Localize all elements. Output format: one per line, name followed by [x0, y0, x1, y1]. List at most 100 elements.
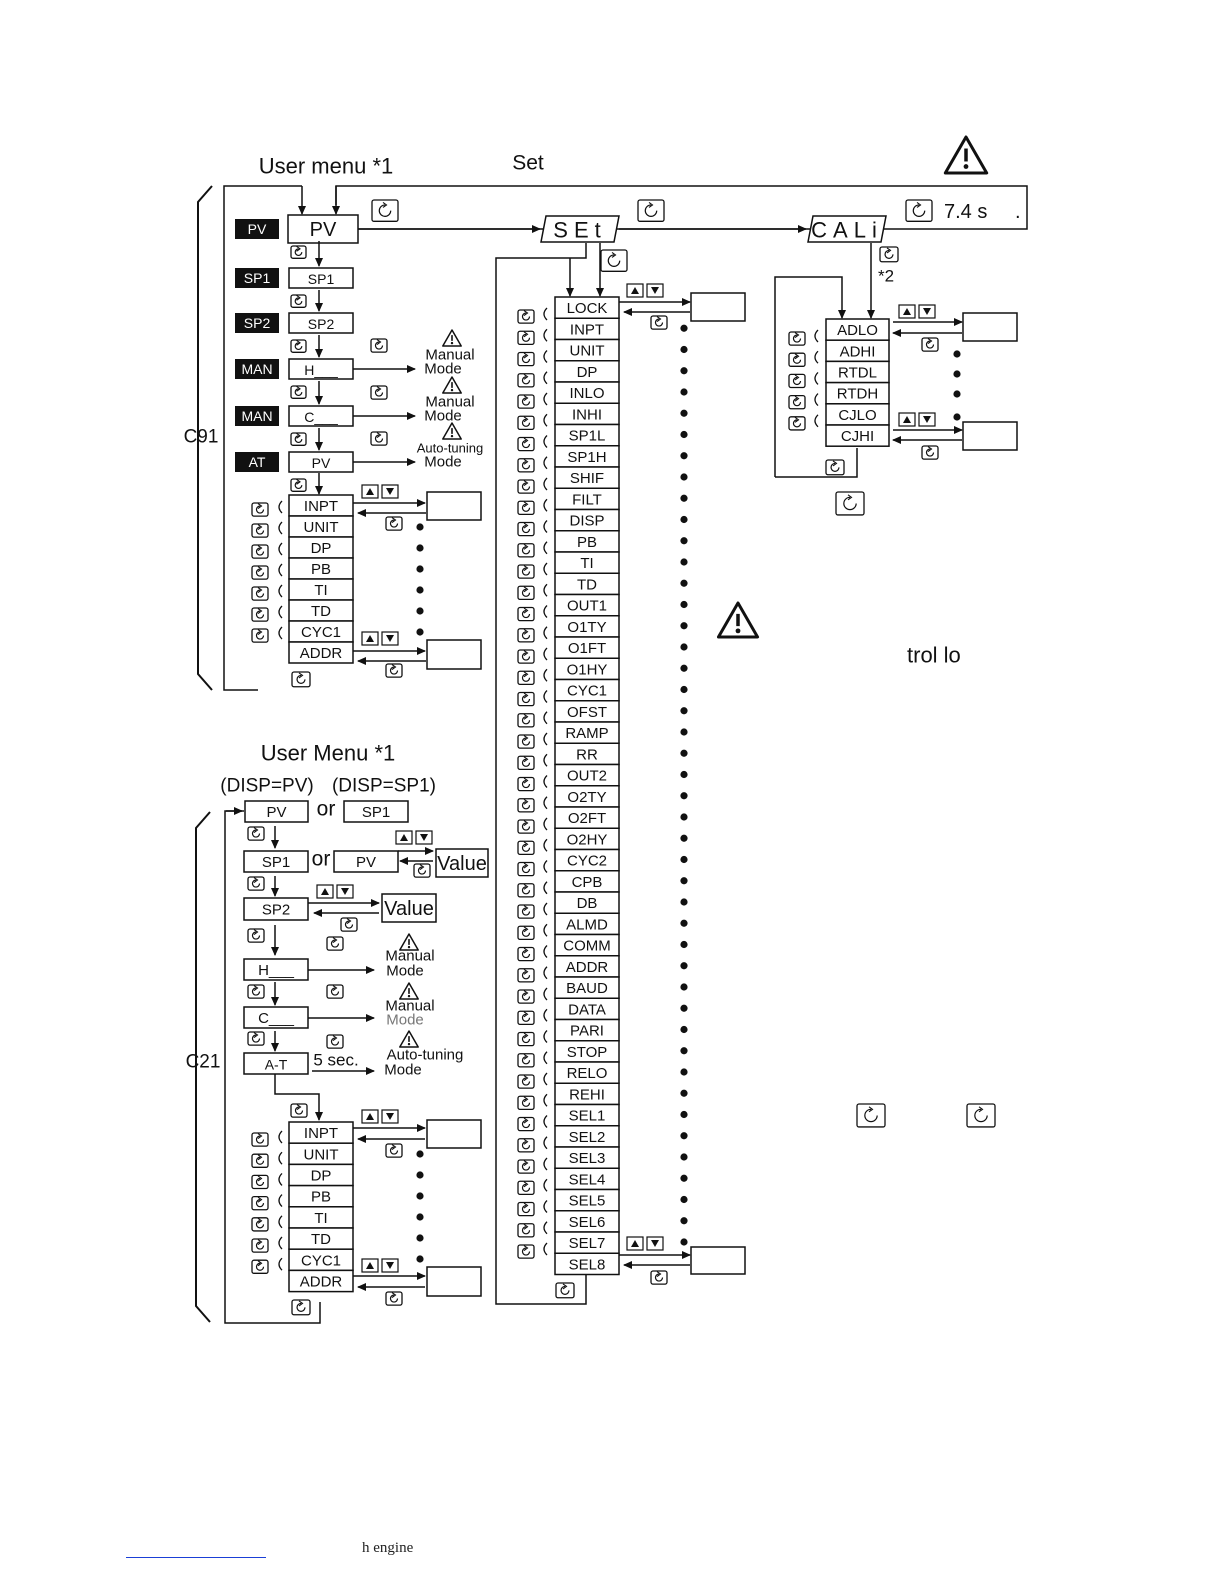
set-param-cycle-key-icon[interactable] [517, 1159, 535, 1174]
cali-param-cycle-key-icon[interactable] [788, 394, 806, 410]
set-cycle-key-icon[interactable] [637, 199, 665, 222]
set-param-cycle-key-icon[interactable] [517, 776, 535, 792]
set-param-cycle-key-icon[interactable] [517, 543, 535, 558]
set-param-cycle-key-icon[interactable] [517, 394, 535, 409]
set-param-cycle-key-icon[interactable] [517, 1053, 535, 1068]
c21-sp2-key-icon[interactable] [340, 917, 358, 932]
c21-addr-updown-keys[interactable] [361, 1258, 399, 1273]
set-param-cycle-key-icon[interactable] [517, 309, 535, 324]
set-param-cycle-key-icon[interactable] [517, 1095, 535, 1111]
c91-addr-updown-keys[interactable] [361, 631, 399, 646]
c21-sp2-updown-keys[interactable] [316, 884, 354, 899]
set-param-cycle-key-icon[interactable] [517, 585, 535, 601]
set-param-cycle-key-icon[interactable] [517, 904, 535, 919]
c21-cycle-key-icon[interactable] [247, 876, 265, 891]
set-param-cycle-key-icon[interactable] [517, 628, 535, 643]
c21-param-cycle-key-icon[interactable] [251, 1132, 269, 1147]
pv-cycle-key-icon[interactable] [371, 199, 399, 222]
set-lock-updown-keys[interactable] [626, 283, 664, 298]
set-param-cycle-key-icon[interactable] [517, 500, 535, 516]
c91-cycle-key-icon[interactable] [290, 432, 307, 446]
set-param-cycle-key-icon[interactable] [517, 798, 535, 813]
set-param-cycle-key-icon[interactable] [517, 1116, 535, 1132]
c21-cycle-key-icon[interactable] [247, 928, 265, 943]
set-param-cycle-key-icon[interactable] [517, 861, 535, 877]
set-param-cycle-key-icon[interactable] [517, 755, 535, 771]
param-cycle-key-icon[interactable] [251, 565, 269, 580]
cali-adlo-key-icon[interactable] [921, 337, 939, 352]
set-enter-key-icon[interactable] [600, 249, 628, 272]
cali-time-key-icon[interactable] [905, 199, 933, 222]
cali-param-cycle-key-icon[interactable] [788, 352, 806, 367]
set-sel8-key-icon[interactable] [650, 1270, 668, 1285]
mode-cycle-key-icon[interactable] [370, 431, 388, 446]
set-param-cycle-key-icon[interactable] [517, 1201, 535, 1217]
mode-cycle-key-icon[interactable] [370, 385, 388, 400]
set-sel8-updown-keys[interactable] [626, 1236, 664, 1251]
param-cycle-key-icon[interactable] [251, 502, 269, 517]
c21-addr-key-icon[interactable] [385, 1291, 403, 1306]
footer-link-underline[interactable] [126, 1557, 266, 1558]
set-param-cycle-key-icon[interactable] [517, 1074, 535, 1089]
c21-param-cycle-key-icon[interactable] [251, 1195, 269, 1211]
set-param-cycle-key-icon[interactable] [517, 1223, 535, 1238]
c21-inpt-updown-keys[interactable] [361, 1109, 399, 1124]
c21-mode-key-icon[interactable] [326, 984, 344, 999]
c21-param-cycle-key-icon[interactable] [251, 1174, 269, 1190]
mode-cycle-key-icon[interactable] [370, 338, 388, 353]
c21-cycle-key-icon[interactable] [247, 826, 265, 841]
param-cycle-key-icon[interactable] [251, 523, 269, 538]
set-param-cycle-key-icon[interactable] [517, 1031, 535, 1047]
note-key-icon-2[interactable] [966, 1103, 996, 1128]
c21-inpt-key-icon[interactable] [385, 1143, 403, 1158]
c21-param-cycle-key-icon[interactable] [251, 1238, 269, 1253]
set-param-cycle-key-icon[interactable] [517, 691, 535, 707]
set-param-cycle-key-icon[interactable] [517, 436, 535, 452]
c91-inpt-updown-keys[interactable] [361, 484, 399, 499]
c21-cycle-key-icon[interactable] [247, 984, 265, 999]
set-param-cycle-key-icon[interactable] [517, 840, 535, 856]
cali-enter-key-icon[interactable] [879, 246, 899, 263]
c91-cycle-key-icon[interactable] [290, 245, 307, 259]
param-cycle-key-icon[interactable] [251, 586, 269, 601]
cali-param-cycle-key-icon[interactable] [788, 331, 806, 346]
c21-param-cycle-key-icon[interactable] [251, 1217, 269, 1232]
c91-bottom-key-icon[interactable] [291, 671, 311, 688]
c21-mode-key-icon[interactable] [326, 936, 344, 951]
note-key-icon-1[interactable] [856, 1103, 886, 1128]
c91-cycle-key-icon[interactable] [290, 478, 307, 492]
set-param-cycle-key-icon[interactable] [517, 564, 535, 579]
cali-cjhi-key-icon[interactable] [921, 445, 939, 460]
set-bottom-key-icon[interactable] [555, 1282, 575, 1299]
c21-value-key-icon[interactable] [413, 863, 431, 878]
set-param-cycle-key-icon[interactable] [517, 989, 535, 1004]
c91-addr-key-icon[interactable] [385, 663, 403, 678]
set-param-cycle-key-icon[interactable] [517, 968, 535, 983]
set-param-cycle-key-icon[interactable] [517, 1244, 535, 1259]
set-param-cycle-key-icon[interactable] [517, 521, 535, 537]
set-param-cycle-key-icon[interactable] [517, 606, 535, 622]
set-lock-key-icon[interactable] [650, 315, 668, 330]
c21-bottom-key-icon[interactable] [291, 1299, 311, 1316]
c91-cycle-key-icon[interactable] [290, 385, 307, 399]
set-param-cycle-key-icon[interactable] [517, 351, 535, 367]
set-param-cycle-key-icon[interactable] [517, 670, 535, 686]
set-param-cycle-key-icon[interactable] [517, 1010, 535, 1026]
c21-mode-key-icon[interactable] [326, 1034, 344, 1049]
set-param-cycle-key-icon[interactable] [517, 734, 535, 749]
set-param-cycle-key-icon[interactable] [517, 946, 535, 962]
set-param-cycle-key-icon[interactable] [517, 713, 535, 728]
cali-param-cycle-key-icon[interactable] [788, 416, 806, 431]
c91-value-key-icon[interactable] [385, 516, 403, 531]
cali-bottom-key-icon[interactable] [825, 459, 845, 476]
set-param-cycle-key-icon[interactable] [517, 330, 535, 346]
c91-cycle-key-icon[interactable] [290, 339, 307, 353]
c21-cycle-key-icon[interactable] [247, 1031, 265, 1046]
param-cycle-key-icon[interactable] [251, 607, 269, 622]
cali-cjhi-updown-keys[interactable] [898, 412, 936, 427]
c21-param-cycle-key-icon[interactable] [251, 1153, 269, 1168]
param-cycle-key-icon[interactable] [251, 544, 269, 559]
set-param-cycle-key-icon[interactable] [517, 883, 535, 898]
set-param-cycle-key-icon[interactable] [517, 479, 535, 494]
cali-exit-key-icon[interactable] [835, 491, 865, 516]
